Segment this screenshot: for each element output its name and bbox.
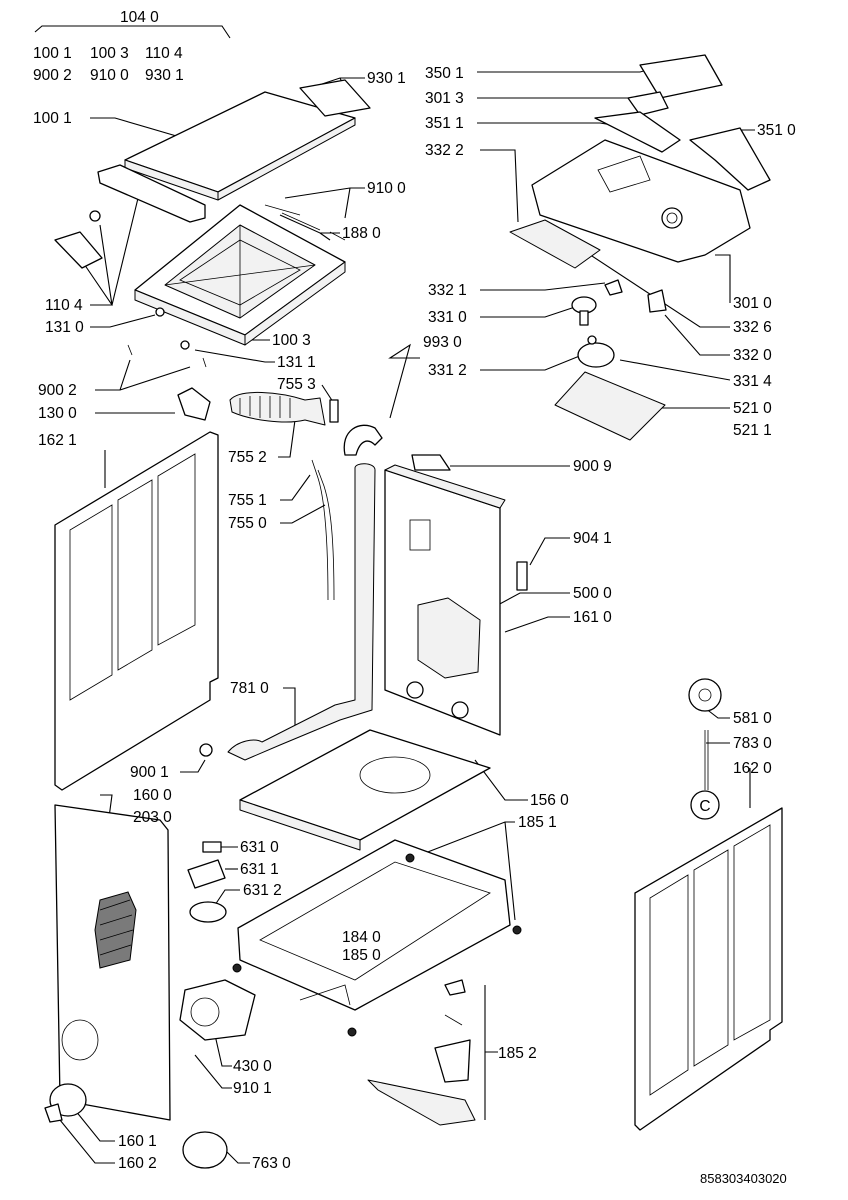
hose-part-7552 <box>229 392 339 426</box>
callout-3510: 351 0 <box>757 122 796 139</box>
callout-1600: 160 0 <box>133 787 172 804</box>
callout-3314: 331 4 <box>733 373 772 390</box>
module-part-5000 <box>417 597 481 679</box>
callout-9001: 900 1 <box>130 764 169 781</box>
callout-1601: 160 1 <box>118 1133 157 1150</box>
callout-1620: 162 0 <box>733 760 772 777</box>
callout-1851: 185 1 <box>518 814 557 831</box>
callout-3322: 332 2 <box>425 142 464 159</box>
knob-part-3310 <box>571 296 597 326</box>
callout-9101: 910 1 <box>233 1080 272 1097</box>
board-part-3322 <box>509 219 601 269</box>
callout-3501: 350 1 <box>425 65 464 82</box>
callout-5000: 500 0 <box>573 585 612 602</box>
callout-4300: 430 0 <box>233 1058 272 1075</box>
control-panel-part-3010 <box>531 139 751 263</box>
callout-1310: 131 0 <box>45 319 84 336</box>
callout-1104-top: 110 4 <box>145 45 183 62</box>
callout-labels: 104 0 100 1 100 3 110 4 900 2 910 0 930 … <box>33 9 796 1186</box>
drawing-number: 858303403020 <box>700 1171 787 1186</box>
callout-5211: 521 1 <box>733 422 772 439</box>
callout-7553: 755 3 <box>277 376 316 393</box>
side-panel-part-1620 <box>634 807 783 1131</box>
foot-part-1852 <box>367 1079 476 1126</box>
pump-part-5810 <box>688 678 722 712</box>
display-part-3501 <box>639 54 723 99</box>
callout-3310: 331 0 <box>428 309 467 326</box>
callout-1311: 131 1 <box>277 354 316 371</box>
callout-9002-top: 900 2 <box>33 67 72 84</box>
callout-7550: 755 0 <box>228 515 267 532</box>
callout-3013: 301 3 <box>425 90 464 107</box>
callout-1040: 104 0 <box>120 9 159 26</box>
badge-c-icon: C <box>690 790 720 820</box>
callout-6310: 631 0 <box>240 839 279 856</box>
callout-1852: 185 2 <box>498 1045 537 1062</box>
callout-1300: 130 0 <box>38 405 77 422</box>
callout-1560: 156 0 <box>530 792 569 809</box>
callout-9041: 904 1 <box>573 530 612 547</box>
callout-9930: 993 0 <box>423 334 462 351</box>
part-drawings: C <box>44 54 783 1169</box>
callout-2030: 203 0 <box>133 809 172 826</box>
strip-part-9301 <box>299 79 371 117</box>
handle-part-1104 <box>54 210 103 269</box>
callout-1880: 188 0 <box>342 225 381 242</box>
callout-9009: 900 9 <box>573 458 612 475</box>
pcb-part-5210 <box>554 371 666 441</box>
callout-3010: 301 0 <box>733 295 772 312</box>
callout-1003: 100 3 <box>272 332 311 349</box>
callout-1610: 161 0 <box>573 609 612 626</box>
callout-7551: 755 1 <box>228 492 267 509</box>
callout-1001-top: 100 1 <box>33 45 72 62</box>
disc-part-3314 <box>577 342 615 368</box>
callout-7630: 763 0 <box>252 1155 291 1172</box>
callout-9002: 900 2 <box>38 382 77 399</box>
callout-9100-top: 910 0 <box>90 67 129 84</box>
callout-9301: 930 1 <box>367 70 406 87</box>
callout-1003-top: 100 3 <box>90 45 129 62</box>
top-frame-part-1003 <box>134 204 346 346</box>
callout-1621: 162 1 <box>38 432 77 449</box>
tube-part-7550 <box>311 459 329 601</box>
callout-6311: 631 1 <box>240 861 279 878</box>
callout-1850: 185 0 <box>342 947 381 964</box>
pipe-part-9930 <box>343 424 383 456</box>
lid-part-1001 <box>124 91 356 201</box>
hose-part-7810 <box>227 463 376 761</box>
callout-3321: 332 1 <box>428 282 467 299</box>
callout-7552: 755 2 <box>228 449 267 466</box>
base-tray-part-1560 <box>239 729 491 851</box>
callout-1840: 184 0 <box>342 929 381 946</box>
callout-7810: 781 0 <box>230 680 269 697</box>
callout-9301-top: 930 1 <box>145 67 184 84</box>
base-frame-part-1840 <box>237 839 511 1011</box>
callout-1104: 110 4 <box>45 297 83 314</box>
callout-3320: 332 0 <box>733 347 772 364</box>
callout-1602: 160 2 <box>118 1155 157 1172</box>
callout-3326: 332 6 <box>733 319 772 336</box>
callout-3312: 331 2 <box>428 362 467 379</box>
callout-7830: 783 0 <box>733 735 772 752</box>
side-panel-part-1621 <box>54 431 219 791</box>
badge-c-label: C <box>699 798 710 815</box>
callout-6312: 631 2 <box>243 882 282 899</box>
front-panel-part-1600 <box>54 804 171 1121</box>
callout-5210: 521 0 <box>733 400 772 417</box>
callout-5810: 581 0 <box>733 710 772 727</box>
lock-part-1300 <box>177 387 211 421</box>
drain-pump-part-4300 <box>179 979 256 1041</box>
callout-1001: 100 1 <box>33 110 72 127</box>
handle-part-1040 <box>97 164 206 223</box>
callout-9100: 910 0 <box>367 180 406 197</box>
filter-part-7630 <box>182 1131 228 1169</box>
callout-3511: 351 1 <box>425 115 464 132</box>
